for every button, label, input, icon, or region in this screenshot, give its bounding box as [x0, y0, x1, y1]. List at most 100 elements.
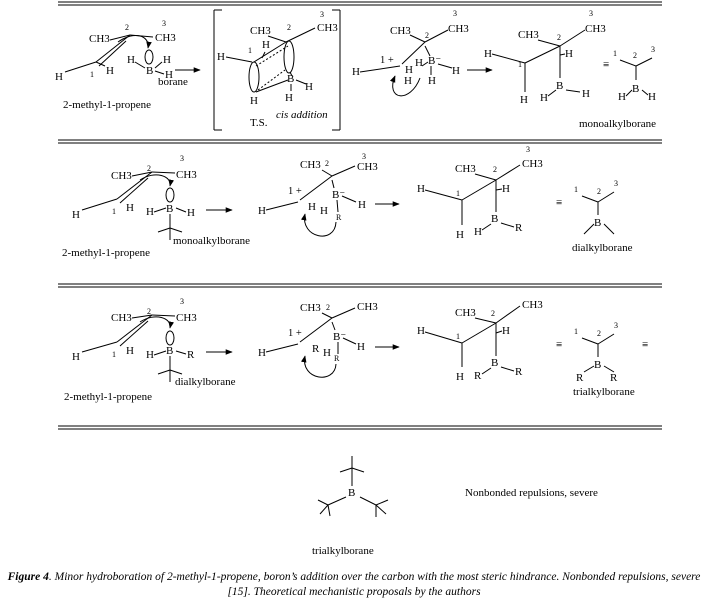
carbon-number-1: 1 [456, 189, 460, 198]
carbon-number-2: 2 [326, 303, 330, 312]
r-label: R [474, 370, 482, 382]
h-label: H [106, 65, 114, 77]
boron-label: B [287, 73, 294, 85]
row1-product: CH3 2 3 CH3 1 H H H B H H ≡ 1 2 3 B H H … [484, 9, 656, 130]
h-label: H [417, 183, 425, 195]
row1-intermediate: CH3 2 3 CH3 1 + H H H B⁻ H H H [352, 9, 469, 97]
ch3-label: CH3 [455, 307, 476, 319]
figure-caption: Figure 4. Minor hydroboration of 2-methy… [0, 570, 708, 600]
repulsion-note: Nonbonded repulsions, severe [465, 487, 598, 499]
carbon-number-2: 2 [147, 307, 151, 316]
carbon-number-3: 3 [589, 9, 593, 18]
reagent-name: dialkylborane [175, 376, 236, 388]
h-label: H [456, 229, 464, 241]
h-label: H [217, 51, 225, 63]
carbon-number-3: 3 [614, 179, 618, 188]
carbon-number-2: 2 [597, 329, 601, 338]
ch3-label: CH3 [300, 159, 321, 171]
h-label: H [126, 345, 134, 357]
ch3-label: CH3 [155, 32, 176, 44]
ch3-label: CH3 [455, 163, 476, 175]
r-label: R [515, 366, 523, 378]
r-label: R [515, 222, 523, 234]
trialkylborane-structure: B [317, 456, 389, 517]
row1-reactant: CH3 2 3 CH3 H 1 H H B H H borane 2-methy… [55, 19, 188, 111]
ch3-label: CH3 [357, 161, 378, 173]
h-label: H [146, 206, 154, 218]
h-label: H [404, 75, 412, 87]
carbocation-label: 1 + [288, 328, 302, 339]
h-label: H [146, 349, 154, 361]
ch3-label: CH3 [518, 29, 539, 41]
h-label: H [250, 95, 258, 107]
carbon-number-3: 3 [180, 297, 184, 306]
ch3-label: CH3 [111, 170, 132, 182]
boron-label: B [491, 213, 498, 225]
h-label: H [502, 325, 510, 337]
carbon-number-1: 1 [90, 70, 94, 79]
ch3-label: CH3 [111, 312, 132, 324]
carbon-number-1: 1 [613, 49, 617, 58]
ch3-label: CH3 [176, 169, 197, 181]
equivalence-sign: ≡ [642, 339, 648, 351]
r-label: R [334, 354, 340, 363]
r-label: R [187, 349, 195, 361]
carbon-number-2: 2 [147, 164, 151, 173]
h-label: H [308, 201, 316, 213]
caption-text: . Minor hydroboration of 2-methyl-1-prop… [48, 571, 701, 598]
h-label: H [582, 88, 590, 100]
carbon-number-2: 2 [287, 23, 291, 32]
boron-label: B [348, 487, 355, 499]
h-label: H [357, 341, 365, 353]
carbon-number-1: 1 [574, 185, 578, 194]
h-label: H [484, 48, 492, 60]
ts-label: T.S. [250, 117, 268, 129]
carbon-number-1: 1 [456, 332, 460, 341]
h-label: H [320, 205, 328, 217]
carbon-number-2: 2 [325, 159, 329, 168]
h-label: H [502, 183, 510, 195]
boron-label: B [594, 217, 601, 229]
reactant-name: 2-methyl-1-propene [63, 99, 151, 111]
h-label: H [126, 202, 134, 214]
ch3-label: CH3 [176, 312, 197, 324]
ch3-label: CH3 [522, 158, 543, 170]
h-label: H [165, 69, 173, 81]
h-label: H [417, 325, 425, 337]
h-label: H [428, 75, 436, 87]
carbon-number-3: 3 [651, 45, 655, 54]
ch3-label: CH3 [89, 33, 110, 45]
h-label: H [540, 92, 548, 104]
row2-reactant: CH3 2 3 CH3 H 1 H H B H monoalkylborane … [62, 154, 250, 259]
reactant-name: 2-methyl-1-propene [64, 391, 152, 403]
separator-lines [58, 1, 662, 430]
carbon-number-2: 2 [491, 309, 495, 318]
carbon-number-3: 3 [614, 321, 618, 330]
h-label: H [565, 48, 573, 60]
boron-label: B [632, 83, 639, 95]
row3-intermediate: CH3 2 CH3 1 + H R H B⁻ R H [258, 301, 378, 378]
carbon-number-3: 3 [526, 145, 530, 154]
carbon-number-2: 2 [597, 187, 601, 196]
carbocation-label: 1 + [380, 55, 394, 66]
row2-intermediate: CH3 2 3 CH3 1 + H H H B⁻ R H [258, 152, 378, 237]
equivalence-sign: ≡ [556, 339, 562, 351]
carbon-number-3: 3 [362, 152, 366, 161]
row3-reactant: CH3 2 3 CH3 H 1 H H B R dialkylborane 2-… [64, 297, 236, 403]
h-label: H [474, 226, 482, 238]
carbon-number-3: 3 [453, 9, 457, 18]
ch3-label: CH3 [357, 301, 378, 313]
boron-anion-label: B⁻ [428, 55, 441, 67]
reactant-name: 2-methyl-1-propene [62, 247, 150, 259]
h-label: H [72, 351, 80, 363]
ts-note: cis addition [276, 109, 328, 121]
h-label: H [648, 91, 656, 103]
carbon-number-1: 1 [112, 350, 116, 359]
h-label: H [618, 91, 626, 103]
ch3-label: CH3 [448, 23, 469, 35]
h-label: H [187, 207, 195, 219]
transition-state: CH3 2 3 CH3 1 H H B H H H cis addition T… [213, 9, 341, 131]
ch3-label: CH3 [250, 25, 271, 37]
h-label: H [415, 57, 423, 69]
carbon-number-2: 2 [633, 51, 637, 60]
